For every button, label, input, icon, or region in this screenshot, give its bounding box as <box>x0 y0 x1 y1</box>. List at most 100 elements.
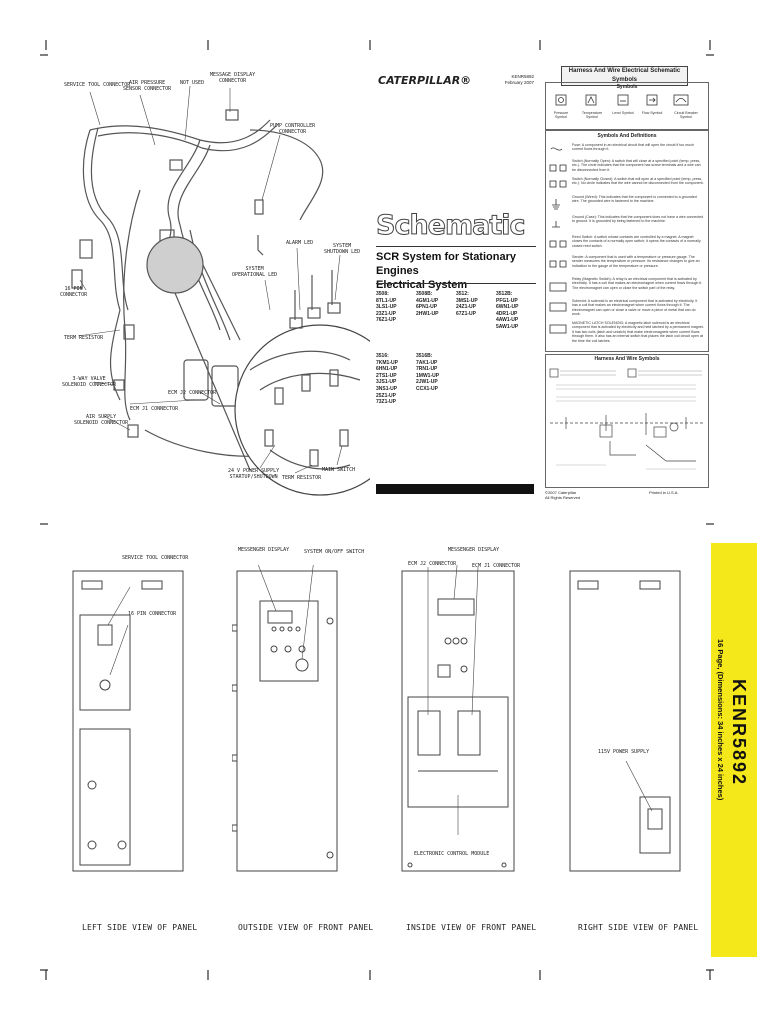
serial-col-3508: 3508: 8TL1-UP 3LS1-UP 23Z1-UP 76Z1-UP <box>376 291 397 324</box>
model-name: 3508B: <box>416 291 433 297</box>
label-not-used: NOT USED <box>180 80 205 86</box>
title-line-2: Electrical System <box>376 279 468 291</box>
serial: 76Z1-UP <box>376 317 397 324</box>
symbols-box: Symbols Pressure Symbol Temperature Symb… <box>545 82 709 130</box>
definitions-box: Symbols And Definitions Fuse: A componen… <box>545 130 709 352</box>
spine: KENR5892 16 Page, (Dimensions: 34 inches… <box>711 543 757 957</box>
left-label-service-tool: SERVICE TOOL CONNECTOR <box>122 555 189 561</box>
serial: 3NS1-UP <box>376 385 398 392</box>
harness-symbols-heading: Harness And Wire Symbols <box>594 356 660 362</box>
left-view-caption: LEFT SIDE VIEW OF PANEL <box>82 923 198 932</box>
label-term-resistor-right: TERM RESISTOR <box>282 475 322 481</box>
serial: 7KM1-UP <box>376 359 398 366</box>
symbol-pressure: Pressure Symbol <box>553 111 569 120</box>
spine-pages: 16 Page, (Dimensions: 34 inches x 24 inc… <box>716 639 725 801</box>
label-air-pressure: AIR PRESSURE SENSOR CONNECTOR <box>123 80 172 92</box>
serial-col-3508b: 3508B: 4GM1-UP 6PN1-UP 2HW1-UP <box>416 291 439 317</box>
serial-col-3516: 3516: 7KM1-UP 6HN1-UP 2TS1-UP 3JS1-UP 3N… <box>376 353 398 406</box>
label-air-supply: AIR SUPPLY SOLENOID CONNECTOR <box>74 414 129 426</box>
serial: 2JW1-UP <box>416 379 438 386</box>
serial: 1MW1-UP <box>416 372 440 379</box>
definition-switch-no: Switch (Normally Open): A switch that wi… <box>572 159 701 172</box>
front-inside-drawing <box>401 565 515 872</box>
doc-date: February 2007 <box>504 80 534 85</box>
symbol-flow: Flow Symbol <box>641 111 663 115</box>
serial: 4GM1-UP <box>416 297 439 304</box>
definition-reed-switch: Reed Switch: A switch whose contacts are… <box>572 235 701 248</box>
serial: 6PN1-UP <box>416 304 438 311</box>
label-alarm-led: ALARM LED <box>286 240 314 246</box>
definitions-heading: Symbols And Definitions <box>597 133 657 139</box>
model-name: 3508: <box>376 291 389 297</box>
front-outside-view: MESSENGER DISPLAY SYSTEM ON/OFF SWITCH O… <box>232 545 373 932</box>
label-16-pin: 16 PIN CONNECTOR <box>60 286 88 298</box>
model-name: 3512: <box>456 291 469 297</box>
title-rule-2 <box>376 283 536 284</box>
symbol-level: Level Symbol <box>612 111 634 115</box>
definition-icons <box>549 147 567 334</box>
caterpillar-logo: CATERPILLAR® <box>378 74 472 87</box>
definition-ground-case: Ground (Case): This indicates that the c… <box>572 215 704 224</box>
title-rule <box>376 246 536 247</box>
schematic-heading: Schematic <box>376 210 527 242</box>
inside-label-ecm-j2: ECM J2 CONNECTOR <box>408 561 457 567</box>
serial: CCX1-UP <box>416 385 438 392</box>
label-message-display: MESSAGE DISPLAY CONNECTOR <box>210 72 256 84</box>
label-pump-controller: PUMP CONTROLLER CONNECTOR <box>270 123 316 135</box>
left-label-16-pin: 16 PIN CONNECTOR <box>128 611 177 617</box>
model-name: 3512B: <box>496 291 513 297</box>
definition-switch-nc: Switch (Normally Closed): A switch that … <box>572 177 704 186</box>
symbols-heading: Symbols <box>616 84 638 90</box>
label-system-shutdown: SYSTEM SHUTDOWN LED <box>324 243 361 255</box>
serial: 7AK1-UP <box>416 359 438 366</box>
serial: 73Z1-UP <box>376 399 397 406</box>
label-3way-valve: 3-WAY VALVE SOLENOID CONNECTOR <box>62 376 117 388</box>
title-line-1: SCR System for Stationary Engines <box>376 251 516 277</box>
document-title: SCR System for Stationary Engines Electr… <box>376 250 536 292</box>
front-label-onoff: SYSTEM ON/OFF SWITCH <box>304 549 365 555</box>
symbol-icons <box>555 94 689 106</box>
label-ecm-j2: ECM J2 CONNECTOR <box>168 390 217 396</box>
harness-diagram: SERVICE TOOL CONNECTOR AIR PRESSURE SENS… <box>50 70 370 500</box>
serial: 7RN1-UP <box>416 366 438 373</box>
left-side-view: SERVICE TOOL CONNECTOR 16 PIN CONNECTOR … <box>70 545 197 932</box>
definition-ground-wired: Ground (Wired): This indicates that the … <box>572 195 697 204</box>
serial: 2HW1-UP <box>416 310 439 317</box>
front-inside-view: MESSENGER DISPLAY ECM J2 CONNECTOR ECM J… <box>398 545 536 932</box>
serial: 4AW1-UP <box>496 317 519 324</box>
label-main-switch: MAIN SWITCH <box>322 467 356 473</box>
label-ecm-j1: ECM J1 CONNECTOR <box>130 406 179 412</box>
definition-relay: Relay (Magnetic Switch): A relay is an e… <box>572 277 703 290</box>
inside-label-ecm-module: ELECTRONIC CONTROL MODULE <box>414 851 490 857</box>
serial: 5AW1-UP <box>496 323 519 330</box>
doc-number: KENR5892 <box>511 74 534 79</box>
black-bar <box>376 484 534 494</box>
front-outside-drawing <box>232 565 338 872</box>
inside-label-ecm-j1: ECM J1 CONNECTOR <box>472 563 521 569</box>
serial: 23Z1-UP <box>376 310 397 317</box>
label-system-operational: SYSTEM OPERATIONAL LED <box>232 266 278 278</box>
definition-sender: Sender: A component that is used with a … <box>572 255 700 268</box>
serial: 24Z1-UP <box>456 304 477 311</box>
harness-drawing <box>71 85 370 496</box>
serial: 3MS1-UP <box>456 297 478 304</box>
serial: 3LS1-UP <box>376 304 397 311</box>
symbols-header: Harness And Wire Electrical Schematic Sy… <box>561 66 688 86</box>
model-name: 3516: <box>376 353 389 359</box>
serial: 67Z1-UP <box>456 310 477 317</box>
doc-meta: KENR5892 February 2007 <box>484 74 534 86</box>
label-service-tool: SERVICE TOOL CONNECTOR <box>64 82 131 88</box>
harness-symbols-drawing <box>549 368 704 470</box>
serial: 6WN1-UP <box>496 304 519 311</box>
front-label-messenger: MESSENGER DISPLAY <box>238 547 290 553</box>
definition-fuse: Fuse: A component in an electrical circu… <box>572 143 695 152</box>
symbol-circuit-breaker: Circuit Breaker Symbol <box>674 111 698 120</box>
label-24v-power: 24 V POWER SUPPLY STARTUP/SHUTDOWN <box>228 468 280 480</box>
right-panel-drawing <box>569 570 681 872</box>
definition-solenoid: Solenoid: A solenoid is an electrical co… <box>572 299 698 317</box>
serial: 4DR1-UP <box>496 310 518 317</box>
cover-panel: CATERPILLAR® KENR5892 February 2007 Sche… <box>376 70 536 510</box>
right-side-view: 115V POWER SUPPLY RIGHT SIDE VIEW OF PAN… <box>566 545 698 932</box>
printed-in: Printed in U.S.A. <box>649 490 679 495</box>
